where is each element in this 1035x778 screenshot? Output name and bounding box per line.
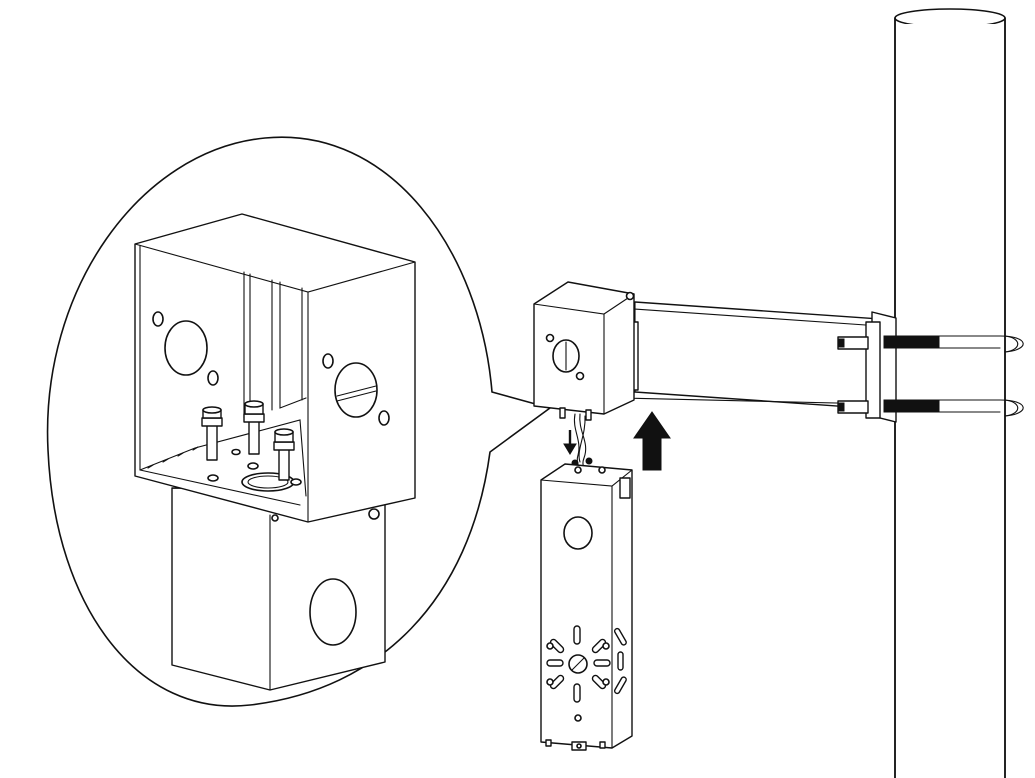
bracket-conduit-hole	[563, 516, 593, 550]
pipe-arm	[604, 301, 896, 411]
magnified-junction-box	[134, 213, 416, 691]
up-arrow	[633, 411, 671, 471]
mounting-pole	[894, 8, 1006, 778]
arm-junction-box	[533, 281, 635, 421]
right-face-conduit-hole	[334, 362, 378, 418]
magnified-fixture-hole	[309, 578, 357, 646]
fixture-bracket	[540, 463, 633, 751]
u-bolt-clamp	[837, 311, 1024, 423]
bracket-slot-pattern	[546, 625, 627, 722]
mounting-bolt-1	[201, 406, 223, 461]
down-arrow	[563, 430, 577, 455]
mounting-bolt-2	[243, 400, 265, 455]
mounting-bolt-3	[273, 428, 295, 481]
box-vent-slots	[147, 446, 199, 469]
left-face-conduit-hole	[164, 320, 208, 376]
